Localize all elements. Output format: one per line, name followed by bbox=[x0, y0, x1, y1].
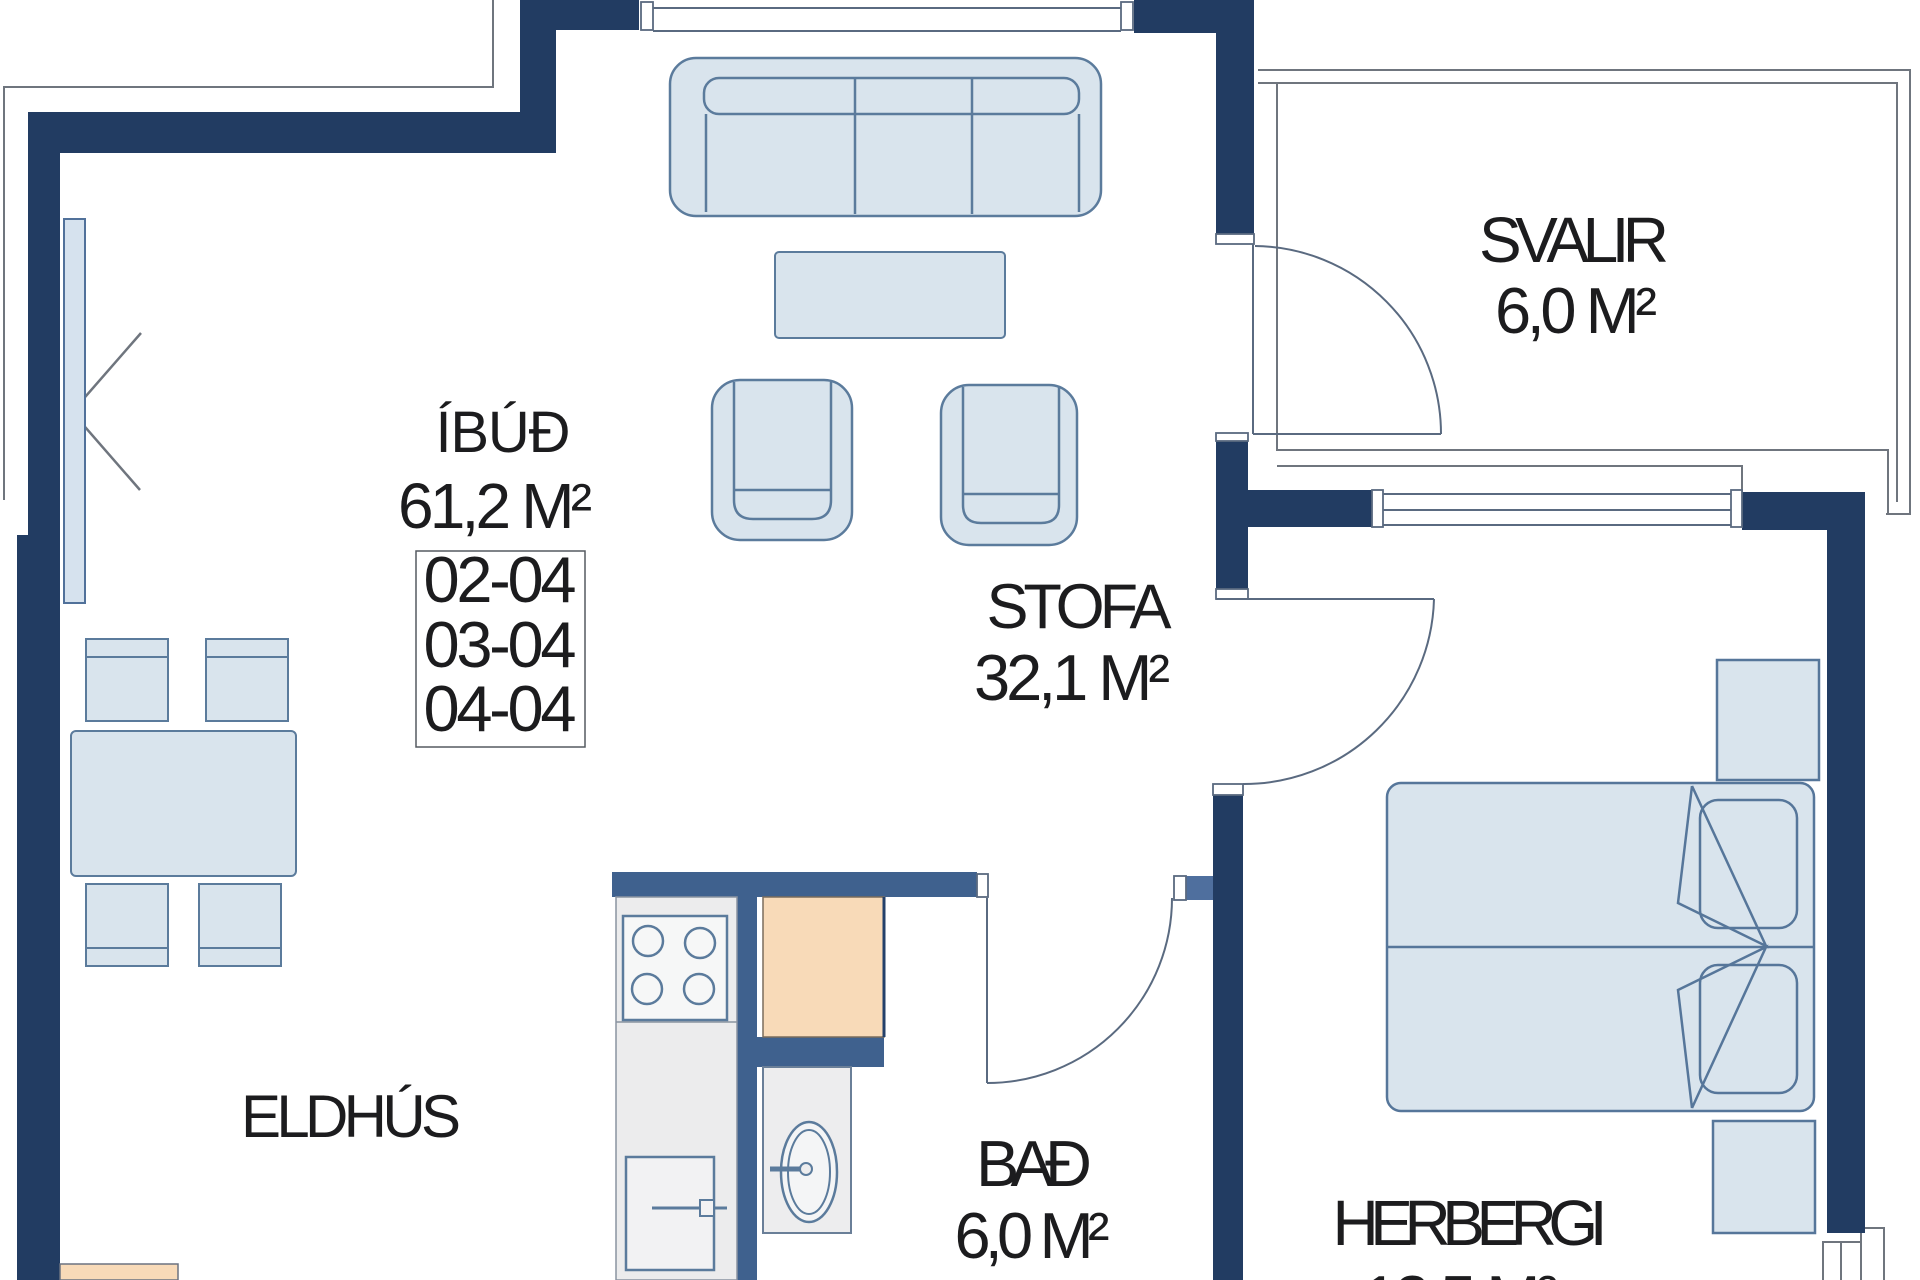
svg-text:SVALIR: SVALIR bbox=[1479, 204, 1669, 276]
svg-text:BAÐ: BAÐ bbox=[976, 1127, 1092, 1200]
svg-text:61,2 M²: 61,2 M² bbox=[398, 470, 592, 542]
svg-text:6,0 M²: 6,0 M² bbox=[1495, 274, 1657, 347]
svg-text:02-04: 02-04 bbox=[424, 543, 577, 616]
svg-text:04-04: 04-04 bbox=[424, 672, 577, 745]
svg-text:ELDHÚS: ELDHÚS bbox=[241, 1083, 461, 1150]
svg-text:STOFA: STOFA bbox=[987, 572, 1172, 642]
svg-text:6,0 M²: 6,0 M² bbox=[955, 1199, 1110, 1272]
svg-text:03-04: 03-04 bbox=[424, 608, 577, 681]
svg-text:HERBERGI: HERBERGI bbox=[1333, 1187, 1608, 1259]
svg-text:12,5 M²: 12,5 M² bbox=[1362, 1262, 1558, 1280]
svg-text:ÍBÚÐ: ÍBÚÐ bbox=[436, 400, 571, 465]
svg-text:32,1 M²: 32,1 M² bbox=[974, 641, 1170, 714]
